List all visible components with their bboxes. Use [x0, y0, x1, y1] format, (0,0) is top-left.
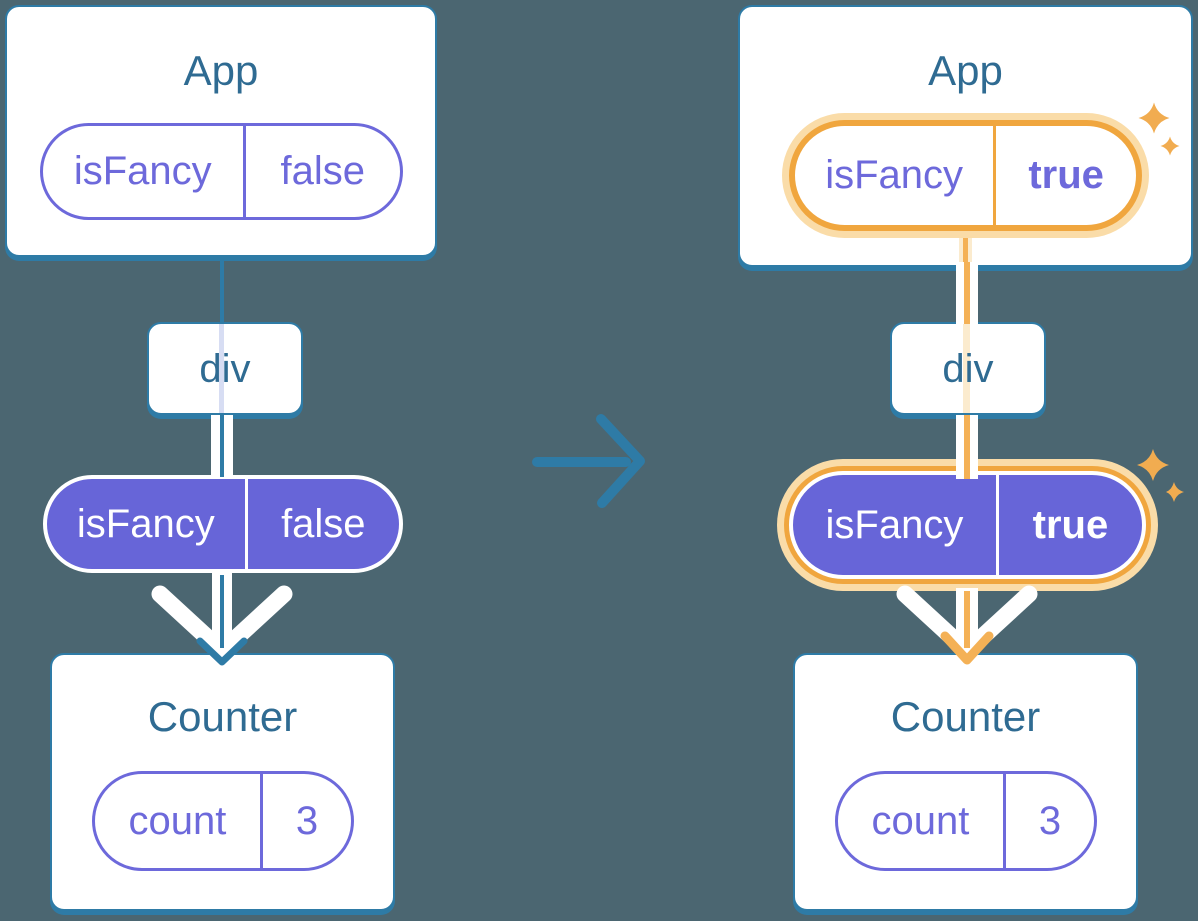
app-card-before: App isFancy false [5, 5, 437, 257]
prop-through-line [963, 324, 970, 413]
prop-value: true [993, 126, 1136, 226]
state-name: count [871, 798, 970, 843]
div-label: div [942, 346, 994, 391]
counter-card-before: Counter count 3 [50, 653, 395, 911]
app-title: App [183, 47, 259, 94]
transition-arrow-head-icon [596, 414, 645, 508]
prop-value: true [995, 475, 1142, 575]
passed-prop-pill-false: isFancy false [43, 475, 403, 573]
connector-app-to-div-right-white [956, 262, 978, 324]
arrow-chevron-left [151, 585, 293, 660]
connector-div-to-pill-left-white [211, 415, 233, 477]
prop-pill-isfancy-true-highlighted: isFancy true [789, 120, 1142, 232]
prop-value: false [243, 126, 400, 218]
app-card-after: App isFancy true [738, 5, 1193, 267]
div-card-before: div [147, 322, 303, 415]
state-pill-count: count 3 [91, 771, 354, 872]
state-name: count [128, 798, 227, 843]
arrow-chevron-right [896, 585, 1038, 660]
arrow-shaft-right-white [956, 588, 978, 642]
prop-through-line [219, 324, 224, 413]
prop-name: isFancy [73, 149, 212, 194]
prop-pill-isfancy-false: isFancy false [39, 123, 403, 221]
div-label: div [199, 346, 251, 391]
sparkle-icon-pill-small [1166, 482, 1184, 502]
connector-div-to-pill-right-white [956, 415, 978, 479]
arrow-shaft-left-white [212, 571, 232, 641]
state-value: 3 [260, 774, 350, 869]
state-pill-count: count 3 [834, 771, 1097, 872]
div-card-after: div [890, 322, 1046, 415]
state-value: 3 [1003, 774, 1093, 869]
counter-title: Counter [890, 693, 1041, 740]
sparkle-icon-pill-large [1137, 449, 1169, 481]
prop-value: false [244, 479, 399, 569]
prop-name: isFancy [825, 153, 963, 198]
prop-name: isFancy [825, 502, 964, 547]
counter-title: Counter [147, 693, 298, 740]
prop-flow-line [959, 232, 972, 265]
app-title: App [928, 47, 1003, 94]
prop-name: isFancy [76, 501, 215, 546]
counter-card-after: Counter count 3 [793, 653, 1138, 911]
passed-prop-pill-true-highlighted: isFancy true [789, 471, 1146, 579]
